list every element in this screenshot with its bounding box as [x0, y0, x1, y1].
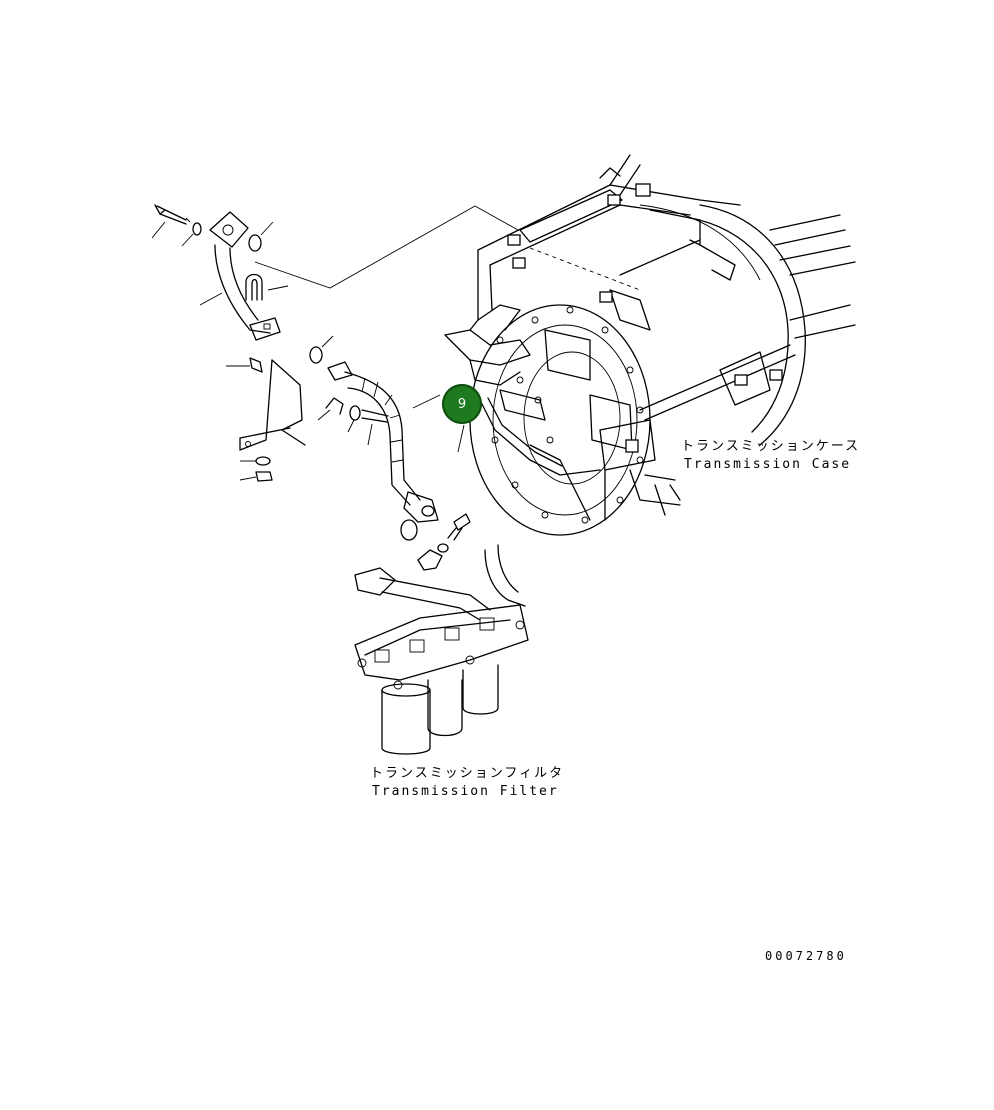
exploded-fittings — [151, 204, 441, 523]
leader-line — [254, 205, 519, 289]
filter-label-jp: トランスミッションフィルタ — [370, 766, 565, 781]
transmission-filter-drawing — [354, 513, 529, 755]
drawing-number: 00072780 — [765, 949, 847, 963]
case-label-jp: トランスミッションケース — [681, 439, 861, 454]
filter-label-en: Transmission Filter — [372, 784, 559, 799]
transmission-case-drawing — [444, 154, 856, 536]
callout-leader — [457, 424, 465, 453]
case-label-en: Transmission Case — [684, 457, 852, 472]
callout-9-badge[interactable]: 9 — [442, 384, 482, 424]
